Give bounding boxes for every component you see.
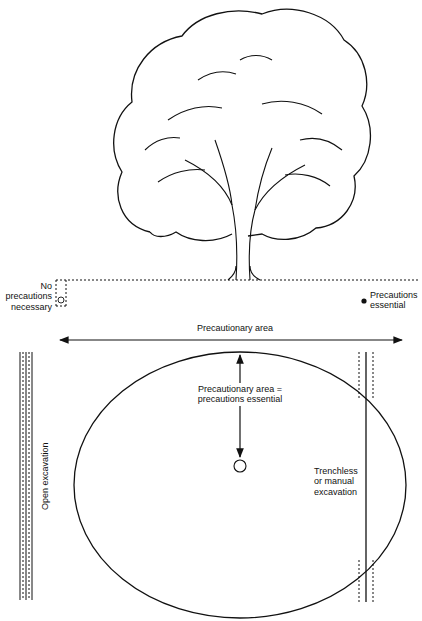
note-label: Precautions essential	[370, 290, 420, 311]
pipe-symbol	[58, 297, 64, 303]
radius-arrow	[239, 355, 240, 457]
span-arrow	[60, 339, 402, 340]
precautionary-area-circle	[74, 352, 406, 618]
trenchless-route	[359, 352, 373, 602]
pipe-dot	[361, 298, 366, 303]
trench-label: Open excavation	[40, 442, 50, 510]
trench-label: Trenchless or manual excavation	[314, 466, 360, 497]
note-label: No precautions necessary	[2, 281, 52, 312]
tree-branches	[145, 56, 342, 281]
ground-line	[56, 280, 418, 281]
trench-section	[56, 280, 66, 306]
open-trench	[20, 352, 32, 600]
dimension-label: Precautionary area	[175, 323, 295, 333]
tree-trunk-plan	[234, 460, 246, 472]
area-label: Precautionary area = precautions essenti…	[178, 383, 302, 406]
tree-canopy	[114, 9, 371, 240]
tree-trunk-flare	[228, 266, 260, 280]
